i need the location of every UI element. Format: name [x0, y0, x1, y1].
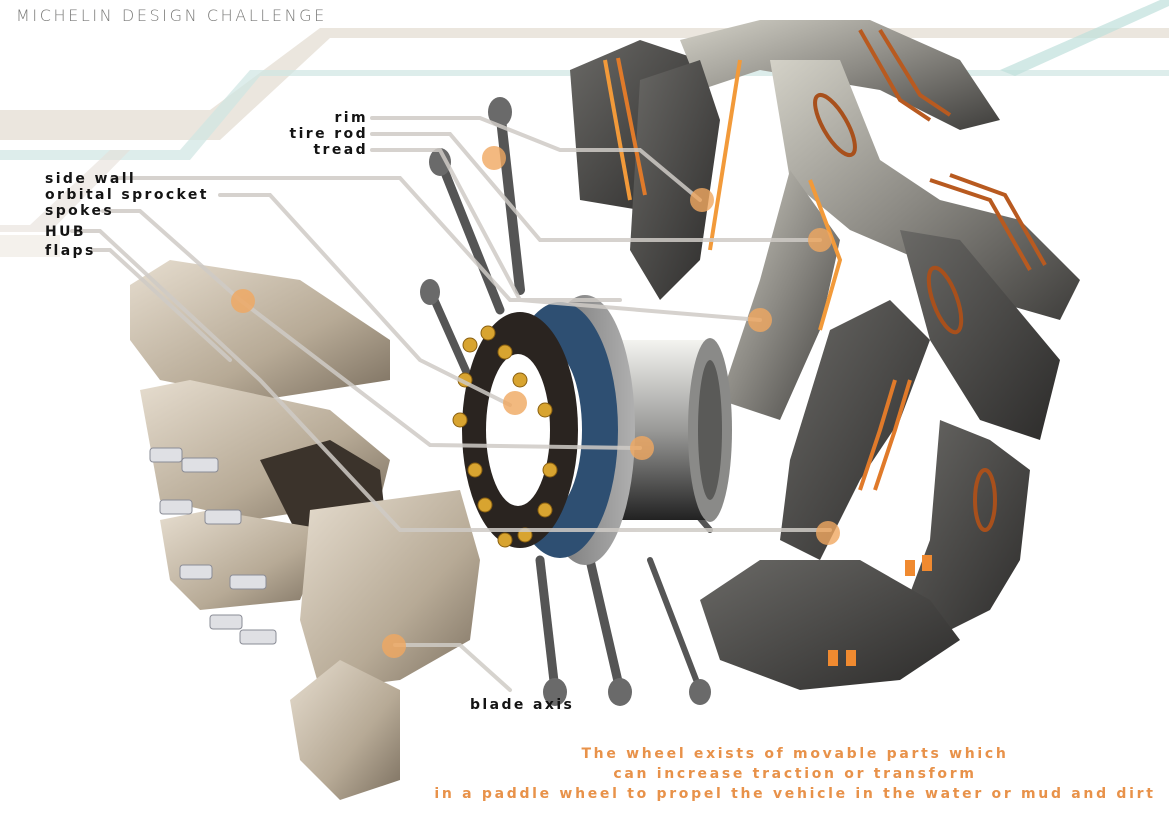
- caption-line-1: The wheel exists of movable parts which: [581, 746, 1009, 762]
- label-rim: rim: [334, 110, 368, 126]
- label-hub: HUB: [45, 224, 86, 240]
- label-tread: tread: [313, 142, 368, 158]
- label-side-wall: side wall: [45, 171, 137, 187]
- caption-line-2: can increase traction or transform: [613, 766, 977, 782]
- flaps: [130, 260, 480, 800]
- label-orbital-sprocket: orbital sprocket: [45, 187, 209, 203]
- part-markers: [231, 146, 840, 658]
- tread-segments: [570, 20, 1080, 690]
- caption-line-3: in a paddle wheel to propel the vehicle …: [434, 786, 1156, 802]
- label-flaps: flaps: [45, 243, 96, 259]
- board-title: MICHELIN DESIGN CHALLENGE: [16, 6, 327, 25]
- label-spokes: spokes: [45, 203, 115, 219]
- leader-lines: [70, 116, 832, 692]
- spoke-ends: [420, 97, 711, 706]
- label-blade-axis: blade axis: [470, 697, 575, 713]
- description-caption: The wheel exists of movable parts which …: [430, 744, 1160, 804]
- label-tire-rod: tire rod: [289, 126, 368, 142]
- orbital-sprocket: [452, 312, 578, 548]
